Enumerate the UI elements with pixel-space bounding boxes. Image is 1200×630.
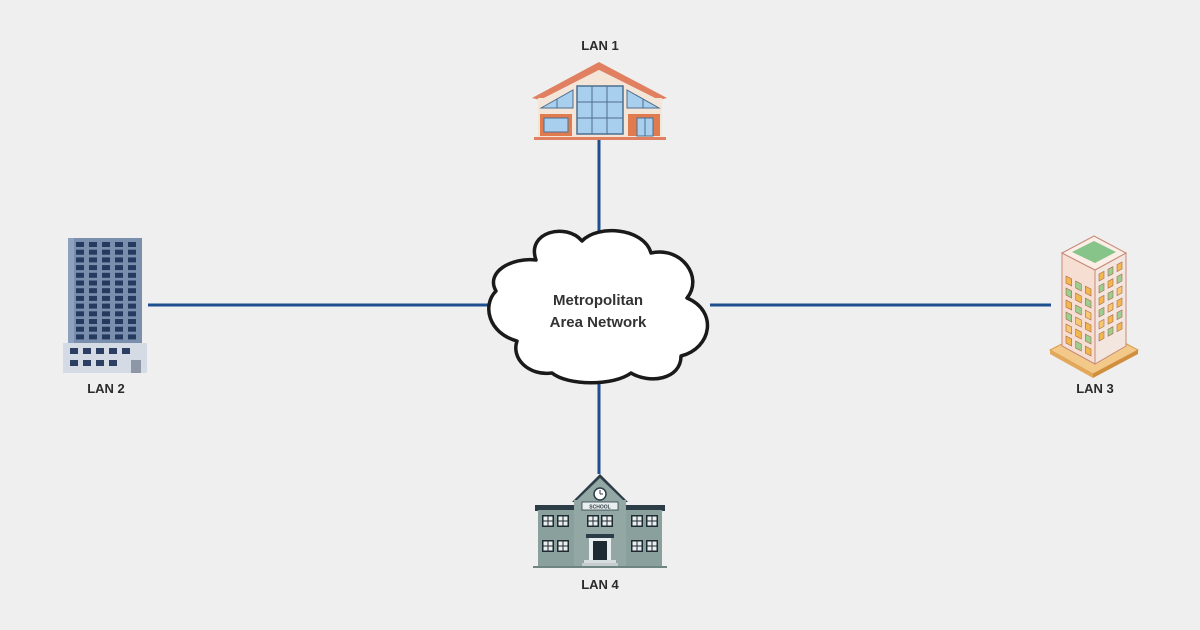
office-tower-icon	[63, 238, 147, 373]
man-cloud: Metropolitan Area Network	[487, 228, 710, 385]
lan3-label: LAN 3	[1076, 381, 1114, 396]
lan4-node: SCHOOL LAN 4	[533, 474, 667, 592]
house-building-icon	[532, 62, 667, 140]
lan1-node: LAN 1	[532, 38, 667, 140]
school-sign-text: SCHOOL	[589, 505, 610, 511]
lan3-node: LAN 3	[1048, 235, 1140, 396]
lan2-node: LAN 2	[63, 238, 147, 396]
lan2-label: LAN 2	[87, 381, 125, 396]
cloud-icon	[487, 228, 710, 385]
links	[148, 140, 1051, 474]
lan1-label: LAN 1	[581, 38, 619, 53]
lan4-label: LAN 4	[581, 577, 619, 592]
cloud-label-line1: Metropolitan	[553, 292, 643, 309]
school-sign	[581, 501, 619, 511]
cloud-label-line2: Area Network	[550, 314, 647, 331]
school-building-icon: SCHOOL	[533, 474, 667, 568]
apartment-building-icon	[1048, 235, 1140, 378]
